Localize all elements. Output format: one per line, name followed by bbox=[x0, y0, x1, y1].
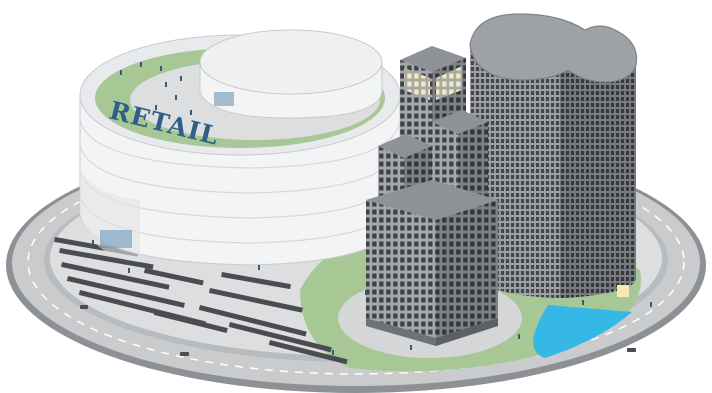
cylindrical-tower bbox=[469, 13, 638, 298]
pedestrian-icon-group bbox=[92, 62, 652, 355]
tower-entrance bbox=[617, 285, 629, 297]
mall-upper-drum bbox=[199, 29, 383, 119]
parking-lot bbox=[54, 237, 636, 365]
retail-mall: RETAIL bbox=[79, 29, 401, 266]
lit-windows bbox=[404, 68, 430, 100]
parked-car-icon-row bbox=[54, 237, 348, 365]
office-tower bbox=[366, 46, 498, 346]
pool-icon bbox=[533, 305, 632, 358]
mall-entrance bbox=[100, 230, 132, 248]
